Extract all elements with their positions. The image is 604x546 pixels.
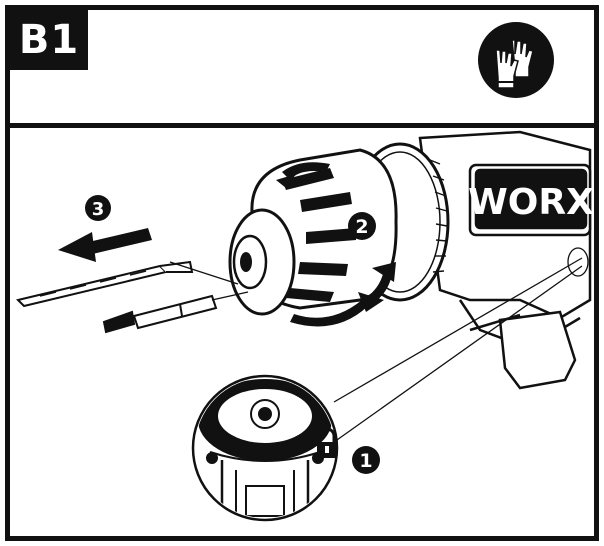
drill-body	[418, 130, 592, 390]
removal-arrow	[58, 228, 152, 262]
callout-3-badge	[85, 195, 111, 221]
detail-leader-lines	[319, 247, 589, 453]
callout-3-number: 3	[92, 199, 105, 220]
rotation-arrow-top	[276, 162, 330, 188]
gloves-icon-graphic	[495, 39, 534, 89]
insertion-guides	[169, 261, 249, 301]
chuck-nose	[228, 208, 296, 316]
callout-2-badge	[348, 212, 376, 240]
drill-bit	[16, 260, 194, 308]
screwdriver-bit	[102, 294, 218, 334]
step-label: B1	[10, 10, 88, 70]
rotation-arrow-right	[362, 262, 396, 308]
header-band: B1	[10, 10, 594, 128]
lock-icon	[317, 427, 337, 458]
gloves-icon	[478, 22, 554, 98]
detail-magnifier	[191, 374, 339, 522]
brand-logo: WORX	[468, 182, 594, 223]
callout-2-number: 2	[355, 216, 368, 238]
callout-1-badge	[352, 446, 380, 474]
callout-1-number: 1	[359, 450, 372, 472]
